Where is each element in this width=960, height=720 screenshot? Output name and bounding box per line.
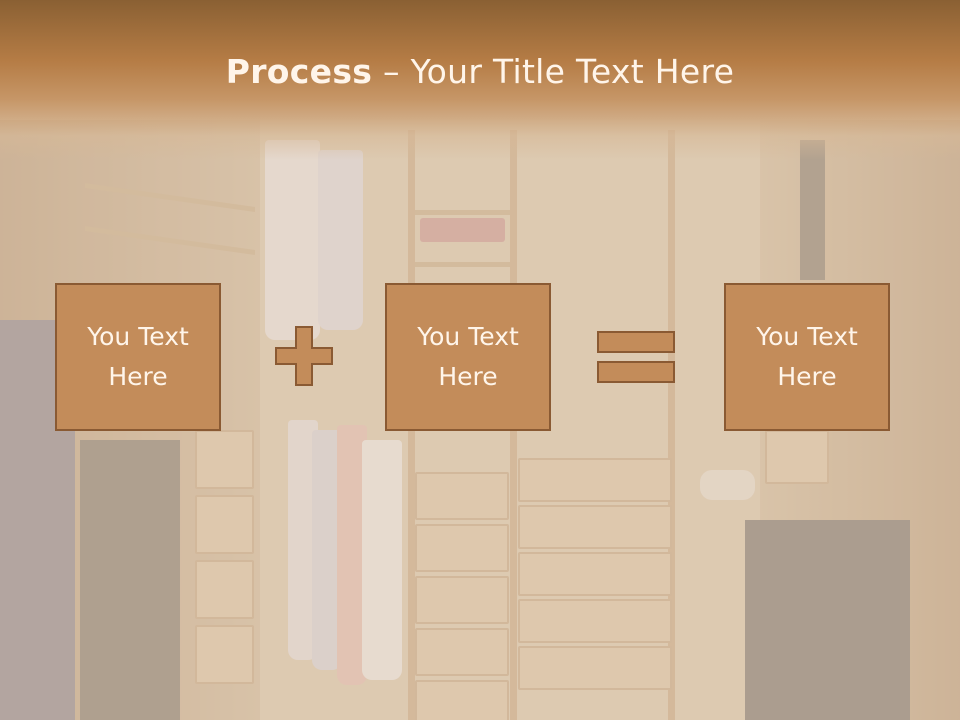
title-bold: Process — [225, 52, 373, 91]
step-1-text: You Text Here — [87, 322, 189, 391]
slide-title: Process – Your Title Text Here — [0, 52, 960, 91]
step-2-text: You Text Here — [417, 322, 519, 391]
title-band — [0, 0, 960, 160]
process-step-1[interactable]: You Text Here — [55, 283, 221, 431]
equals-icon — [597, 331, 675, 383]
process-step-3[interactable]: You Text Here — [724, 283, 890, 431]
plus-icon — [275, 326, 333, 386]
process-step-2[interactable]: You Text Here — [385, 283, 551, 431]
title-rest: – Your Title Text Here — [372, 52, 735, 91]
step-3-text: You Text Here — [756, 322, 858, 391]
